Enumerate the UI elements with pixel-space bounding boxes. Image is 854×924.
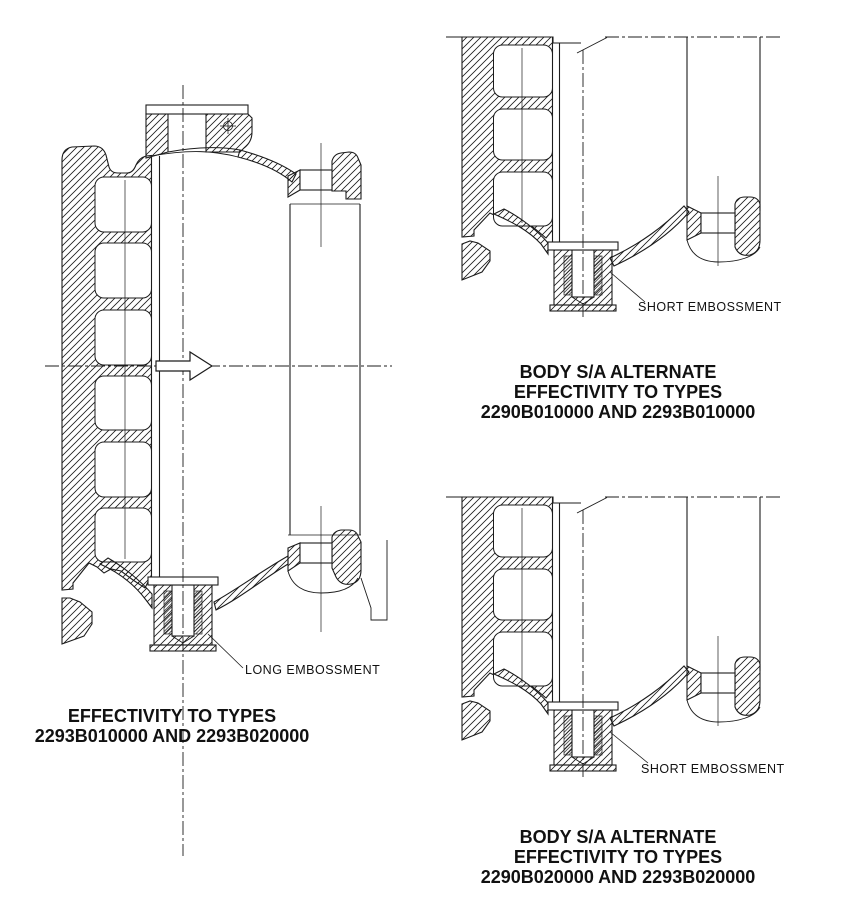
flow-arrow-icon (155, 350, 214, 382)
caption-bottom-right-view: BODY S/A ALTERNATE EFFECTIVITY TO TYPES … (448, 827, 788, 887)
lower-side-flange (287, 506, 388, 632)
neck-cap (145, 104, 249, 115)
pocket (94, 507, 152, 563)
flange-block (331, 151, 362, 200)
flange-block (331, 529, 362, 585)
label-long-embossment: LONG EMBOSSMENT (245, 663, 381, 677)
thread-zone (193, 590, 203, 635)
flange-wing (287, 542, 301, 573)
shell-band-right (213, 555, 289, 611)
caption-line: BODY S/A ALTERNATE (519, 362, 717, 382)
pocket (94, 309, 152, 366)
pocket (94, 375, 152, 431)
label-short-embossment-bottom: SHORT EMBOSSMENT (641, 762, 785, 776)
top-neck (145, 104, 253, 159)
flange-port (299, 542, 333, 564)
caption-line: 2290B010000 AND 2293B010000 (480, 402, 756, 422)
caption-line: 2293B010000 AND 2293B020000 (34, 726, 310, 746)
flange-port (299, 169, 333, 191)
caption-line: 2290B020000 AND 2293B020000 (480, 867, 756, 887)
caption-top-right-view: BODY S/A ALTERNATE EFFECTIVITY TO TYPES … (448, 362, 788, 422)
wall-foot (61, 597, 93, 645)
pocket (94, 242, 152, 299)
caption-line: EFFECTIVITY TO TYPES (513, 382, 723, 402)
leader-line (609, 731, 649, 764)
flange-silhouette (360, 540, 388, 621)
pocket (94, 441, 152, 498)
upper-side-flange (287, 143, 362, 247)
dome-outline (167, 147, 241, 153)
leader-line (207, 633, 244, 669)
caption-line: BODY S/A ALTERNATE (519, 827, 717, 847)
dome-shell-band (237, 149, 297, 183)
left-section-view (45, 85, 392, 856)
label-short-embossment-top: SHORT EMBOSSMENT (638, 300, 782, 314)
neck-right (205, 113, 253, 153)
caption-line: EFFECTIVITY TO TYPES (513, 847, 723, 867)
crosshair-icon (220, 118, 236, 134)
dome-outline (151, 151, 239, 158)
pocket (94, 176, 152, 233)
shell-band-left (98, 557, 153, 610)
leader-line (609, 271, 646, 303)
caption-left-view: EFFECTIVITY TO TYPES 2293B010000 AND 229… (2, 706, 342, 746)
neck-left (145, 113, 169, 159)
caption-line: EFFECTIVITY TO TYPES (67, 706, 277, 726)
thread-zone (163, 590, 173, 635)
